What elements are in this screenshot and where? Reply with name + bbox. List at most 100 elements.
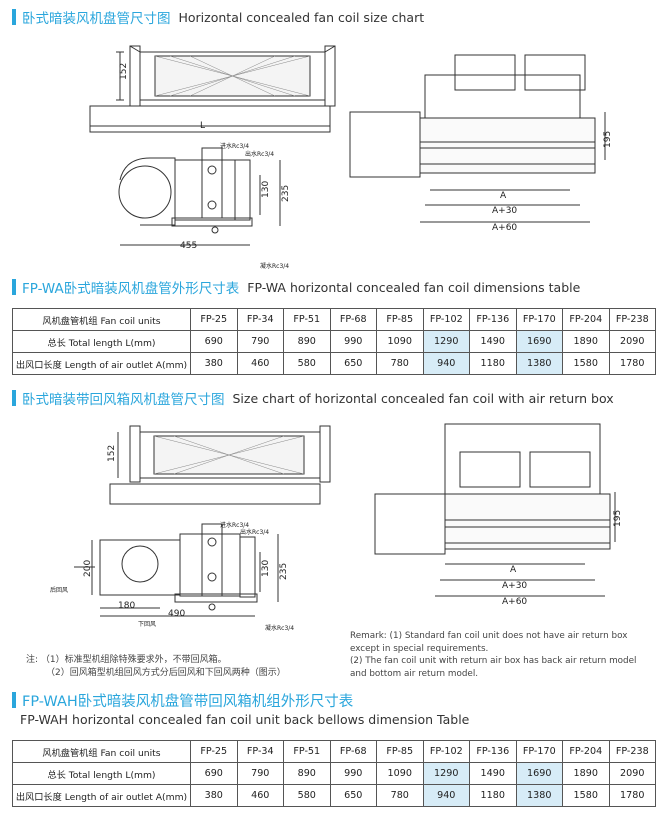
notes-prefix: 注: xyxy=(26,655,39,665)
dim-a: A xyxy=(510,565,517,575)
model-cell: FP-238 xyxy=(608,740,656,763)
value-cell: 890 xyxy=(283,330,331,353)
value-cell: 690 xyxy=(190,762,238,785)
row-label: 出风口长度 Length of air outlet A(mm) xyxy=(12,784,191,807)
dim-a30: A+30 xyxy=(502,581,527,591)
value-cell: 1380 xyxy=(515,784,563,807)
value-cell: 1580 xyxy=(562,784,610,807)
section-header-wah-table: FP-WAH卧式暗装风机盘管带回风箱机组外形尺寸表 xyxy=(12,690,353,710)
dim-a60: A+60 xyxy=(492,223,517,233)
value-cell: 650 xyxy=(329,352,377,375)
accent-bar xyxy=(12,9,16,25)
section-title-cn: FP-WAH卧式暗装风机盘管带回风箱机组外形尺寸表 xyxy=(22,693,354,710)
dim-drain: 凝水Rc3/4 xyxy=(260,262,289,270)
table-row: 总长 Total length L(mm) 690 790 890 990 10… xyxy=(12,762,656,785)
dim-a: A xyxy=(500,191,507,201)
model-cell: FP-34 xyxy=(236,308,284,331)
value-cell: 380 xyxy=(190,352,238,375)
model-cell: FP-238 xyxy=(608,308,656,331)
model-cell: FP-85 xyxy=(376,740,424,763)
model-cell: FP-170 xyxy=(515,740,563,763)
section-title-cn: 卧式暗装风机盘管尺寸图 xyxy=(22,11,171,27)
value-cell: 690 xyxy=(190,330,238,353)
value-cell: 650 xyxy=(329,784,377,807)
note-2: （2）回风箱型机组回风方式分后回风和下回风两种（图示） xyxy=(46,668,286,678)
value-cell: 1780 xyxy=(608,352,656,375)
dim-outlet: 出水Rc3/4 xyxy=(240,528,269,536)
value-cell: 990 xyxy=(329,762,377,785)
table-header-label: 风机盘管机组 Fan coil units xyxy=(12,308,191,331)
value-cell: 460 xyxy=(236,784,284,807)
dim-drain: 凝水Rc3/4 xyxy=(265,624,294,632)
value-cell: 2090 xyxy=(608,762,656,785)
dim-195: 195 xyxy=(603,131,613,148)
dim-455: 455 xyxy=(180,241,197,251)
section-title-cn: 卧式暗装带回风箱风机盘管尺寸图 xyxy=(22,392,225,408)
dim-195: 195 xyxy=(613,510,623,527)
model-cell: FP-204 xyxy=(562,308,610,331)
value-cell: 1090 xyxy=(376,762,424,785)
value-cell: 1780 xyxy=(608,784,656,807)
dim-inlet: 进水Rc3/4 xyxy=(220,142,249,150)
dim-a60: A+60 xyxy=(502,597,527,607)
model-cell: FP-25 xyxy=(190,308,238,331)
row-label: 总长 Total length L(mm) xyxy=(12,330,191,353)
value-cell: 1490 xyxy=(469,762,517,785)
value-cell: 1180 xyxy=(469,784,517,807)
accent-bar xyxy=(12,279,16,295)
return-box-size-drawing: 152 进水Rc3/4 出水Rc3/4 130 235 200 180 490 … xyxy=(50,423,623,632)
table-row: 总长 Total length L(mm) 690 790 890 990 10… xyxy=(12,330,656,353)
section-title-cn: FP-WA卧式暗装风机盘管外形尺寸表 xyxy=(22,281,240,297)
table-header-row: 风机盘管机组 Fan coil units FP-25 FP-34 FP-51 … xyxy=(12,308,656,331)
value-cell: 780 xyxy=(376,784,424,807)
back-return-label: 后回风 xyxy=(50,586,68,594)
accent-bar xyxy=(12,692,16,708)
fan-coil-size-drawing: 152 L 进水Rc3/4 出水Rc3/4 130 235 455 凝水Rc3/… xyxy=(89,45,613,270)
model-cell: FP-34 xyxy=(236,740,284,763)
model-cell: FP-204 xyxy=(562,740,610,763)
value-cell: 2090 xyxy=(608,330,656,353)
note-1: （1）标准型机组除特殊要求外，不带回风箱。 xyxy=(40,655,227,665)
section-title-en: Horizontal concealed fan coil size chart xyxy=(178,9,425,25)
value-cell: 380 xyxy=(190,784,238,807)
model-cell: FP-68 xyxy=(329,740,377,763)
dim-130: 130 xyxy=(261,181,271,198)
wa-dimensions-table: 风机盘管机组 Fan coil units FP-25 FP-34 FP-51 … xyxy=(12,308,656,375)
table-row: 出风口长度 Length of air outlet A(mm) 380 460… xyxy=(12,784,656,807)
value-cell: 940 xyxy=(422,784,470,807)
section-header-wa-table: FP-WA卧式暗装风机盘管外形尺寸表 FP-WA horizontal conc… xyxy=(12,277,580,297)
table-row: 出风口长度 Length of air outlet A(mm) 380 460… xyxy=(12,352,656,375)
wah-dimensions-table: 风机盘管机组 Fan coil units FP-25 FP-34 FP-51 … xyxy=(12,740,656,807)
model-cell: FP-51 xyxy=(283,740,331,763)
value-cell: 1090 xyxy=(376,330,424,353)
dim-180: 180 xyxy=(118,601,135,611)
dim-235: 235 xyxy=(281,185,291,202)
value-cell: 580 xyxy=(283,352,331,375)
section-title-en: Size chart of horizontal concealed fan c… xyxy=(232,390,614,406)
dim-130: 130 xyxy=(261,560,271,577)
value-cell: 460 xyxy=(236,352,284,375)
value-cell: 1890 xyxy=(562,762,610,785)
model-cell: FP-25 xyxy=(190,740,238,763)
section-title-en: FP-WA horizontal concealed fan coil dime… xyxy=(247,279,581,295)
remark-1: Remark: (1) Standard fan coil unit does … xyxy=(350,631,628,654)
value-cell: 1380 xyxy=(515,352,563,375)
value-cell: 1580 xyxy=(562,352,610,375)
dim-152: 152 xyxy=(107,445,117,462)
dim-outlet: 出水Rc3/4 xyxy=(245,150,274,158)
value-cell: 890 xyxy=(283,762,331,785)
value-cell: 790 xyxy=(236,762,284,785)
model-cell: FP-102 xyxy=(422,740,470,763)
value-cell: 780 xyxy=(376,352,424,375)
row-label: 出风口长度 Length of air outlet A(mm) xyxy=(12,352,191,375)
model-cell: FP-102 xyxy=(422,308,470,331)
model-cell: FP-68 xyxy=(329,308,377,331)
dim-235: 235 xyxy=(279,563,289,580)
value-cell: 940 xyxy=(422,352,470,375)
model-cell: FP-136 xyxy=(469,308,517,331)
model-cell: FP-51 xyxy=(283,308,331,331)
value-cell: 1290 xyxy=(422,330,470,353)
dim-200: 200 xyxy=(83,560,93,577)
value-cell: 1490 xyxy=(469,330,517,353)
model-cell: FP-136 xyxy=(469,740,517,763)
